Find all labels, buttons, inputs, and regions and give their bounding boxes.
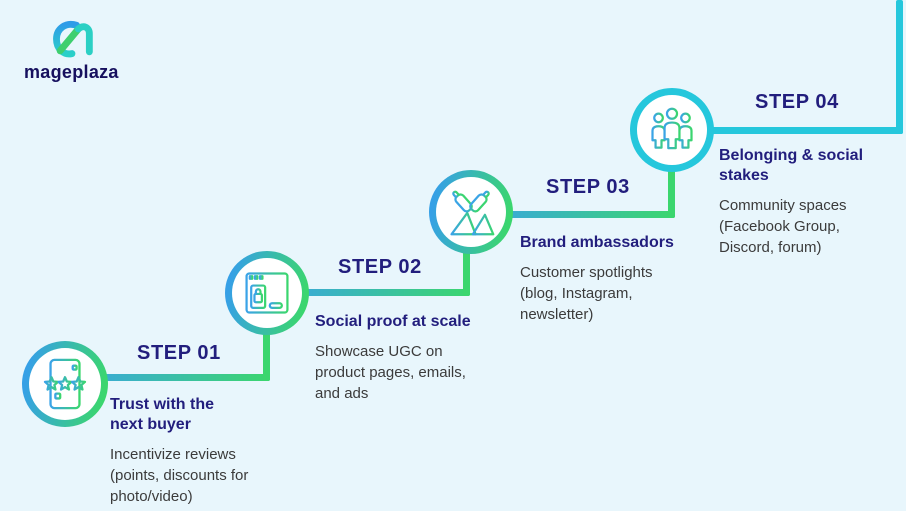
step4-description: Community spaces (Facebook Group, Discor…	[719, 197, 847, 256]
step3-text-block: Brand ambassadors Customer spotlights (b…	[520, 233, 705, 325]
step3-circle-inner	[436, 177, 506, 247]
step1-circle-inner	[29, 348, 101, 420]
step4-circle-inner	[637, 95, 707, 165]
mageplaza-m-icon	[53, 21, 93, 58]
step2-title: Social proof at scale	[315, 313, 471, 330]
step4-label: STEP 04	[755, 91, 839, 113]
step3-title: Brand ambassadors	[520, 234, 674, 251]
connector-step2-horizontal	[267, 289, 470, 296]
step4-circle	[630, 88, 714, 172]
step3-label: STEP 03	[546, 176, 630, 198]
step3-description: Customer spotlights (blog, Instagram, ne…	[520, 264, 653, 323]
step2-label: STEP 02	[338, 256, 422, 278]
review-stars-icon	[43, 358, 87, 410]
brand-wordmark: mageplaza	[24, 62, 119, 82]
step1-text-block: Trust with the next buyer Incentivize re…	[110, 395, 300, 507]
step4-title: Belonging & social stakes	[719, 147, 864, 184]
step1-description: Incentivize reviews (points, discounts f…	[110, 446, 249, 505]
connector-step4-horizontal	[672, 127, 903, 134]
step2-text-block: Social proof at scale Showcase UGC on pr…	[315, 312, 505, 404]
step1-circle	[22, 341, 108, 427]
people-group-icon	[651, 107, 693, 150]
step2-circle-inner	[232, 258, 302, 328]
step1-title: Trust with the next buyer	[110, 396, 214, 433]
connector-step2-riser	[463, 212, 470, 296]
connector-step3-horizontal	[471, 211, 675, 218]
connector-step3-riser	[668, 130, 675, 218]
connector-step1-horizontal	[65, 374, 270, 381]
mageplaza-logo: mageplaza	[24, 18, 144, 83]
step2-description: Showcase UGC on product pages, emails, a…	[315, 343, 466, 402]
step3-circle	[429, 170, 513, 254]
step1-label: STEP 01	[137, 342, 221, 364]
connector-step1-riser	[263, 293, 270, 381]
step2-circle	[225, 251, 309, 335]
connector-step4-riser	[896, 0, 903, 134]
spotlights-icon	[450, 190, 495, 236]
step4-text-block: Belonging & social stakes Community spac…	[719, 146, 899, 258]
product-page-icon	[245, 272, 289, 314]
